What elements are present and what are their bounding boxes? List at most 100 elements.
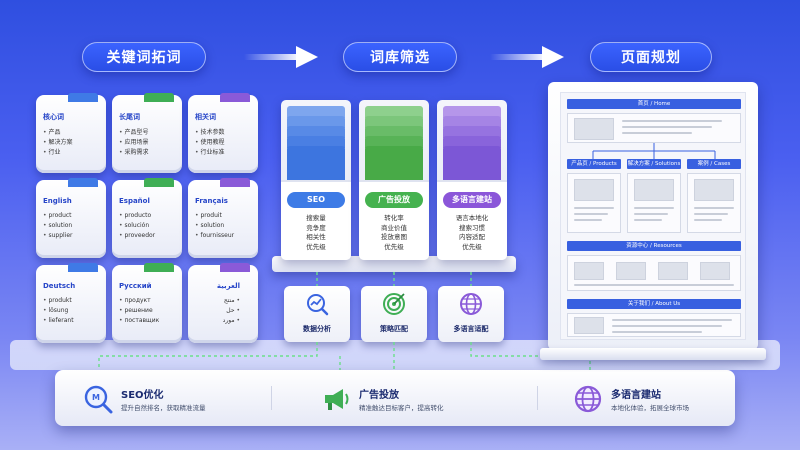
board-base	[540, 348, 766, 360]
card-tab	[220, 93, 250, 102]
folder-tab	[287, 136, 345, 148]
megaphone-icon	[325, 389, 349, 410]
channel-title: 多语言建站	[611, 390, 661, 401]
keyword-item: produkt	[43, 296, 101, 306]
sitemap-products: 产品页 / Products	[567, 159, 621, 169]
filter-criterion: 投放意图	[381, 233, 407, 241]
filter-box-multilingual: 多语言建站 语言本地化 搜索习惯 内容适配 优先级	[437, 100, 507, 260]
folder-tab	[443, 126, 501, 138]
about-section	[567, 313, 741, 337]
filter-box-label: SEO	[287, 192, 345, 208]
keyword-item: solución	[119, 221, 177, 231]
keyword-card-spanish: Español producto solución proveedor	[112, 178, 182, 258]
sitemap-wireframe: 首页 / Home 产品页 / Products 解决方案 / Solut	[560, 92, 746, 340]
filter-criterion: 搜索量	[306, 214, 326, 222]
filter-tray	[272, 256, 516, 272]
keyword-item: solution	[43, 221, 101, 231]
filter-box-front: 多语言建站 语言本地化 搜索习惯 内容适配 优先级	[437, 180, 507, 260]
folder-tab	[365, 136, 423, 148]
channel-ads: 广告投放 精准触达目标客户，提高转化	[321, 380, 521, 416]
keyword-item: supplier	[43, 231, 101, 241]
text-line	[694, 213, 728, 215]
filter-criterion: 竞争度	[306, 223, 326, 232]
folder-tab	[365, 146, 423, 180]
sitemap-home: 首页 / Home	[567, 99, 741, 109]
folder-tab	[443, 106, 501, 118]
divider	[537, 386, 538, 410]
keyword-item: مورد	[195, 316, 240, 326]
keyword-item: поставщик	[119, 316, 177, 326]
keyword-card-title: Русский	[119, 282, 152, 290]
keyword-item: proveedor	[119, 231, 177, 241]
text-line	[574, 213, 608, 215]
text-line	[574, 207, 614, 209]
image-placeholder	[634, 179, 674, 201]
channel-title: 广告投放	[359, 390, 399, 401]
card-tab	[220, 263, 250, 272]
keyword-item: решение	[119, 306, 177, 316]
step-page-planning: 页面规划	[590, 42, 712, 72]
keyword-card-english: English product solution supplier	[36, 178, 106, 258]
tool-data-analysis: 数据分析	[284, 286, 350, 342]
sitemap-cases: 案例 / Cases	[687, 159, 741, 169]
keyword-card-longtail: 长尾词 产品型号 应用场景 采购需求	[112, 93, 182, 173]
filter-box-ads: 广告投放 转化率 商业价值 投放意图 优先级	[359, 100, 429, 260]
filter-criterion: 语言本地化	[455, 214, 489, 222]
keyword-item: 应用场景	[119, 138, 177, 148]
keyword-card-title: العربية	[216, 282, 240, 290]
image-placeholder	[574, 317, 604, 334]
channel-subtitle: 提升自然排名，获取精准流量	[121, 404, 206, 412]
home-section	[567, 113, 741, 143]
seo-magnifier-icon: M	[84, 385, 113, 414]
filter-criterion: 相关性	[306, 233, 326, 241]
keyword-item: produit	[195, 211, 253, 221]
keyword-card-german: Deutsch produkt lösung lieferant	[36, 263, 106, 343]
step-keyword-expansion: 关键词拓词	[82, 42, 206, 72]
folder-tab	[287, 106, 345, 118]
keyword-item: product	[43, 211, 101, 221]
sitemap-tree	[592, 143, 716, 159]
text-line	[612, 319, 732, 321]
keyword-item: lösung	[43, 306, 101, 316]
tool-label: 数据分析	[303, 325, 331, 333]
card-tab	[144, 178, 174, 187]
image-placeholder	[700, 262, 730, 280]
keyword-item: 产品型号	[119, 128, 177, 138]
channel-seo: M SEO优化 提升自然排名，获取精准流量	[83, 380, 283, 416]
text-line	[634, 219, 662, 221]
channel-subtitle: 本地化体验，拓展全球市场	[611, 404, 689, 412]
folder-tab	[287, 116, 345, 128]
filter-box-front: SEO 搜索量 竞争度 相关性 优先级	[281, 180, 351, 260]
tool-strategy-match: 策略匹配	[361, 286, 427, 342]
keyword-item: حل	[195, 306, 240, 316]
card-tab	[68, 263, 98, 272]
arrow-right-icon	[244, 46, 318, 68]
text-line	[694, 207, 734, 209]
text-line	[622, 126, 712, 128]
card-tab	[220, 178, 250, 187]
image-placeholder	[574, 262, 604, 280]
keyword-item: 产品	[43, 128, 101, 138]
keyword-item: 技术参数	[195, 128, 253, 138]
filter-criterion: 转化率	[384, 214, 404, 222]
text-line	[634, 213, 668, 215]
keyword-card-related: 相关词 技术参数 使用教程 行业标准	[188, 93, 258, 173]
keyword-card-title: 相关词	[195, 113, 216, 121]
filter-box-seo: SEO 搜索量 竞争度 相关性 优先级	[281, 100, 351, 260]
page-planning-board: 首页 / Home 产品页 / Products 解决方案 / Solut	[548, 82, 758, 350]
folder-tab	[365, 126, 423, 138]
image-placeholder	[658, 262, 688, 280]
card-tab	[144, 263, 174, 272]
divider	[271, 386, 272, 410]
folder-tab	[365, 116, 423, 128]
keyword-card-title: Deutsch	[43, 282, 76, 290]
keyword-item: 行业	[43, 148, 101, 158]
resources-section	[567, 255, 741, 291]
sitemap-solutions: 解决方案 / Solutions	[627, 159, 681, 169]
text-line	[612, 325, 722, 327]
card-tab	[144, 93, 174, 102]
globe-icon	[460, 293, 482, 315]
keyword-item: 采购需求	[119, 148, 177, 158]
keyword-card-french: Français produit solution fournisseur	[188, 178, 258, 258]
